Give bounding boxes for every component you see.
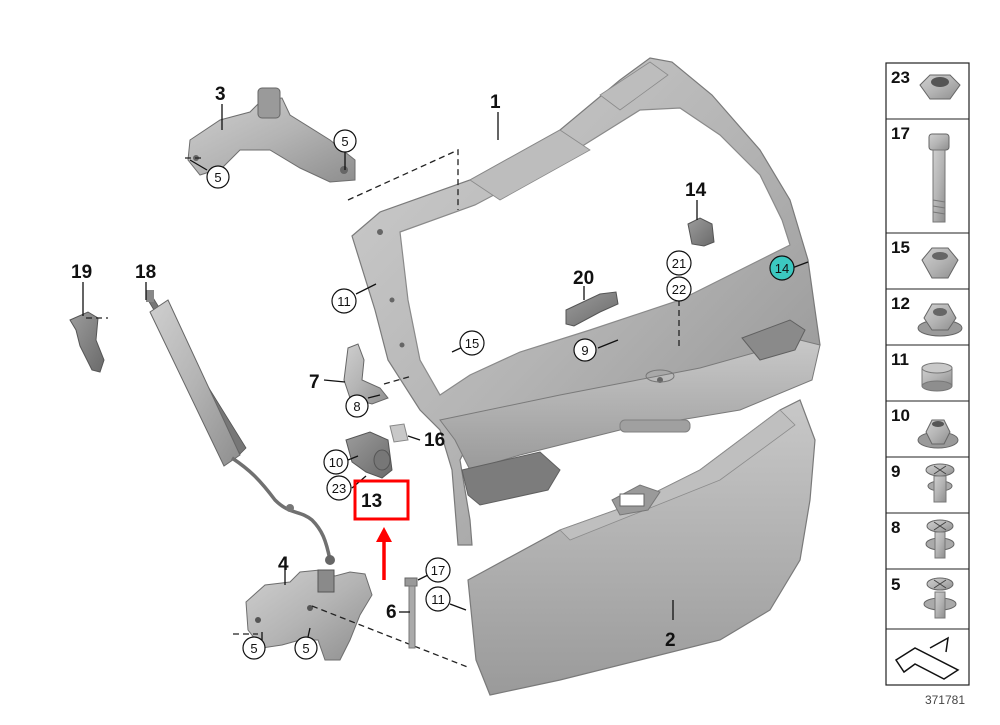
panel-number-11: 11 (891, 350, 909, 369)
circled-callout-11b: 11 (425, 586, 451, 612)
panel-number-12: 12 (891, 294, 910, 313)
callout-14: 14 (685, 180, 707, 201)
bolt-part-6 (404, 577, 418, 649)
parts-panel: 23 17 15 12 11 (885, 62, 970, 686)
callout-4: 4 (278, 554, 289, 575)
circled-callout-11a: 11 (331, 288, 357, 314)
circled-callout-8: 8 (345, 394, 369, 418)
callout-labels: 1 2 3 4 6 7 13 14 16 18 19 20 (71, 84, 707, 651)
svg-text:17: 17 (431, 563, 445, 578)
nut-icon (917, 303, 963, 337)
callout-7: 7 (309, 372, 320, 393)
svg-text:9: 9 (581, 343, 588, 358)
panel-number-9: 9 (891, 462, 900, 481)
circled-callout-5c: 5 (242, 636, 266, 660)
highlight-arrow-head (376, 527, 392, 542)
arrow-sheet-icon (894, 636, 960, 680)
panel-number-5: 5 (891, 575, 900, 594)
svg-text:8: 8 (353, 399, 360, 414)
circled-callout-9: 9 (573, 338, 597, 362)
callout-13: 13 (361, 491, 382, 512)
circled-callout-21: 21 (666, 250, 692, 276)
screw-icon (923, 577, 957, 619)
pad-part-16 (389, 423, 409, 443)
tailgate-trim-panel (467, 399, 816, 696)
svg-text:15: 15 (465, 336, 479, 351)
circled-callout-17: 17 (425, 557, 451, 583)
svg-text:14: 14 (775, 261, 789, 276)
upper-hinge (185, 87, 356, 183)
panel-number-17: 17 (891, 124, 910, 143)
svg-text:11: 11 (431, 592, 445, 607)
callout-3: 3 (215, 84, 226, 105)
svg-text:5: 5 (302, 641, 309, 656)
circled-callout-14-highlighted: 14 (769, 255, 795, 281)
panel-number-10: 10 (891, 406, 910, 425)
highlight-annotation (353, 479, 410, 580)
circled-callout-5a: 5 (333, 129, 357, 153)
screw-icon (925, 463, 955, 503)
svg-text:23: 23 (332, 481, 346, 496)
circled-callout-15: 15 (459, 330, 485, 356)
highlight-box (353, 479, 410, 521)
panel-number-23: 23 (891, 68, 910, 87)
gas-strut (146, 290, 335, 565)
callout-20: 20 (573, 268, 594, 289)
callout-18: 18 (135, 262, 156, 283)
svg-text:21: 21 (672, 256, 686, 271)
lower-hinge (233, 569, 471, 669)
cap-icon (921, 362, 953, 392)
bracket-part-19 (69, 311, 108, 373)
callout-2: 2 (665, 630, 676, 651)
circled-callout-10: 10 (323, 449, 349, 475)
circled-callouts: 5 5 5 5 8 9 10 11 (206, 129, 795, 660)
panel-number-8: 8 (891, 518, 900, 537)
circled-callout-5d: 5 (294, 636, 318, 660)
circled-callout-22: 22 (666, 276, 692, 302)
nut-icon (919, 74, 961, 100)
callout-6: 6 (386, 602, 397, 623)
callout-16: 16 (424, 430, 445, 451)
callout-19: 19 (71, 262, 92, 283)
clip-nut-icon (917, 419, 959, 449)
bracket-part-7 (343, 343, 413, 405)
bolt-icon (928, 133, 950, 223)
panel-number-15: 15 (891, 238, 910, 257)
svg-text:5: 5 (341, 134, 348, 149)
nut-icon (921, 247, 959, 279)
bracket-part-10 (345, 431, 393, 479)
svg-text:10: 10 (329, 455, 343, 470)
diagram-number: 371781 (925, 693, 965, 707)
svg-text:11: 11 (337, 294, 351, 309)
handle-part-20 (565, 291, 619, 327)
clip-part-14 (687, 217, 715, 247)
callout-1: 1 (490, 92, 501, 113)
circled-callout-5b: 5 (206, 165, 230, 189)
svg-text:5: 5 (250, 641, 257, 656)
svg-text:5: 5 (214, 170, 221, 185)
svg-text:22: 22 (672, 282, 686, 297)
circled-callout-23: 23 (326, 475, 352, 501)
screw-icon (925, 519, 955, 559)
